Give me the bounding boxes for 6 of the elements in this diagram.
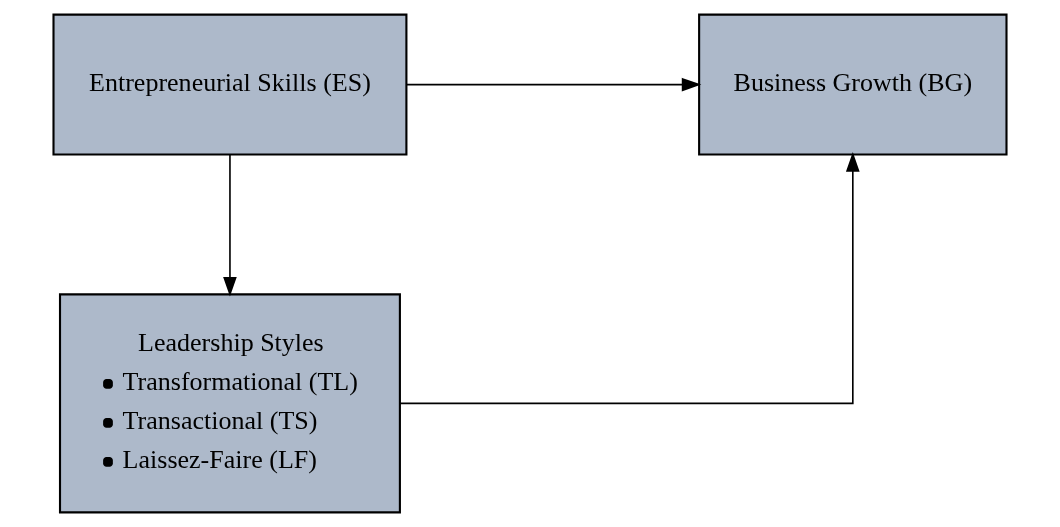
- node-box: Leadership Styles Transformational (TL) Transactional (TS) Laissez-Faire (LF): [58, 293, 401, 514]
- arrow: [223, 153, 237, 297]
- node-box: Entrepreneurial Skills (ES): [52, 13, 408, 156]
- node-box: Business Growth (BG): [698, 13, 1008, 156]
- arrow: [399, 152, 860, 405]
- arrow: [405, 77, 702, 92]
